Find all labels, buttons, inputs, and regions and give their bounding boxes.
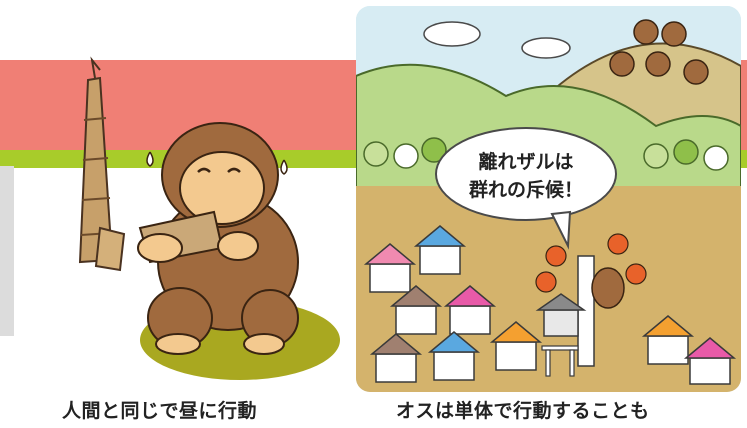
houses	[363, 225, 737, 385]
monkey-in-tree-icon	[591, 267, 625, 309]
bamboo-piece-icon	[94, 226, 126, 272]
monkey-troop-icon	[609, 19, 709, 85]
persimmon-tree-icon	[535, 233, 647, 367]
village-scene-panel: 離れザルは 群れの斥候！	[356, 6, 741, 392]
monkey-eating-illustration	[78, 56, 340, 380]
tree-line	[363, 137, 729, 171]
cloud-icon	[521, 37, 571, 59]
left-gray-panel-edge	[0, 166, 14, 336]
shrine-icon	[535, 293, 587, 377]
caption-right: オスは単体で行動することも	[396, 400, 650, 422]
cloud-icon	[423, 21, 481, 47]
monkey-icon	[137, 122, 299, 355]
speech-bubble-line1: 離れザルは	[478, 150, 573, 173]
caption-left: 人間と同じで昼に行動	[62, 400, 258, 422]
village-scene-illustration: 離れザルは 群れの斥候！	[356, 6, 741, 392]
speech-bubble-line2: 群れの斥候！	[468, 178, 583, 201]
speech-bubble: 離れザルは 群れの斥候！	[435, 127, 617, 250]
